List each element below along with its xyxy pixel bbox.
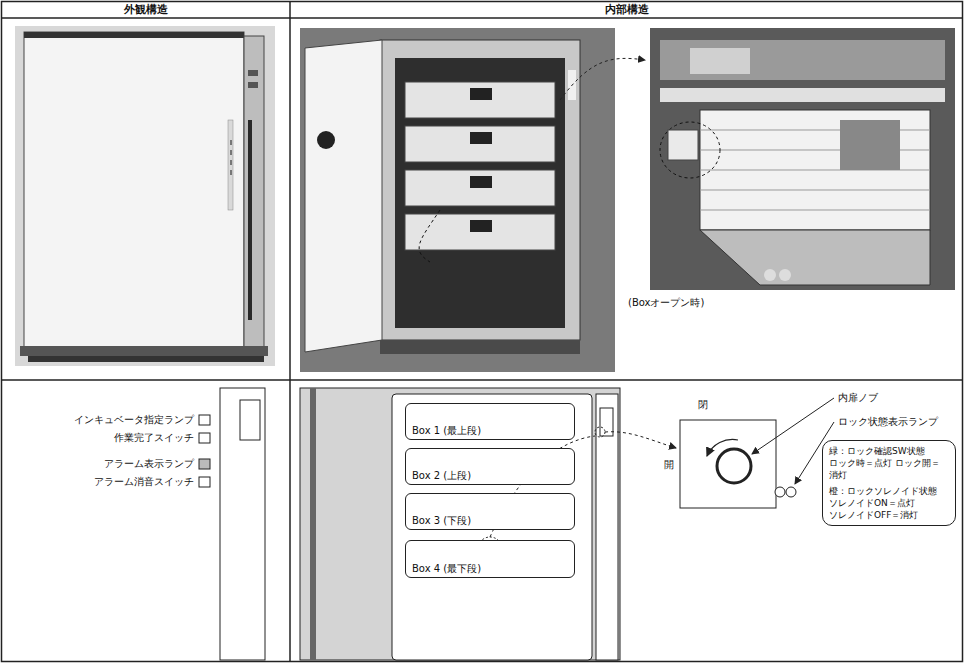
closeup-photo (650, 28, 955, 290)
box-panel: Box 3 (下段) (405, 493, 575, 530)
part-label: インキュベータ指定ランプ (74, 413, 194, 426)
node-text: Box 4 (最下段) (412, 563, 568, 575)
node-text: Box 1 (最上段) (412, 425, 568, 437)
part-label: アラーム消音スイッチ (94, 475, 194, 488)
box-panel: Box 4 (最下段) (405, 540, 575, 578)
node-text: 橙：ロックソレノイド状態 ソレノイドON＝点灯 ソレノイドOFF＝消灯 (829, 485, 949, 521)
photo-caption: (Boxオープン時) (628, 296, 704, 309)
zoom-arrow (560, 58, 645, 100)
direction-label: 開 (664, 458, 674, 471)
zoom-arrow (605, 432, 676, 448)
highlight-circle (595, 427, 605, 437)
column-header: 外観構造 (2, 3, 290, 16)
box-panel: Box 2 (上段) (405, 448, 575, 485)
part-label: アラーム表示ランプ (104, 457, 194, 470)
node-text: Box 3 (下段) (412, 515, 568, 527)
node-text: Box 2 (上段) (412, 470, 568, 482)
part-label: 内扉ノブ (838, 391, 878, 404)
knob-panel (680, 420, 796, 508)
exterior-photo (15, 26, 275, 366)
box-panel: Box 1 (最上段) (405, 403, 575, 440)
part-label: ロック状態表示ランプ (838, 415, 938, 428)
part-label: 作業完了スイッチ (114, 431, 194, 444)
interior-photo (300, 28, 615, 372)
front-panel (199, 388, 265, 660)
note-box: 緑：ロック確認SW状態 ロック時＝点灯 ロック開＝消灯橙：ロックソレノイド状態 … (822, 440, 956, 526)
inner-panel (300, 388, 620, 660)
direction-label: 閉 (698, 398, 708, 411)
column-header: 内部構造 (290, 3, 963, 16)
node-text: 緑：ロック確認SW状態 ロック時＝点灯 ロック開＝消灯 (829, 445, 949, 481)
